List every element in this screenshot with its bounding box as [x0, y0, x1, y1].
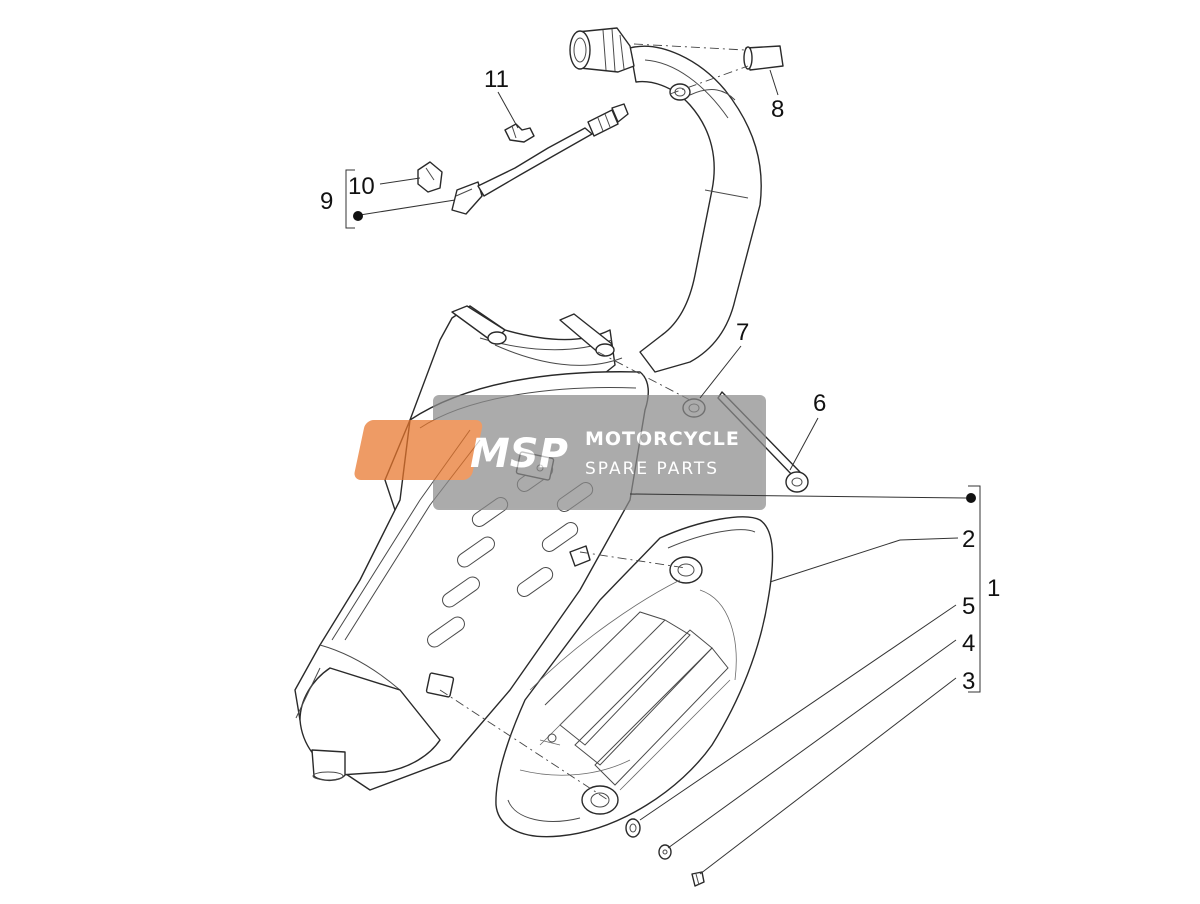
screw-part-3	[691, 871, 705, 887]
watermark-line2: SPARE PARTS	[585, 459, 719, 479]
assembly-marker-dot	[353, 211, 363, 221]
watermark-line1: MOTORCYCLE	[585, 428, 740, 450]
washer-part-4	[658, 844, 672, 860]
leader-lines	[345, 69, 981, 875]
callout-labels: 11 10 9 8 7 6 2 1 5 4 3	[320, 66, 1000, 695]
callout-1: 1	[987, 575, 1000, 602]
watermark-logo-box	[354, 420, 483, 480]
sleeve-part-8	[633, 43, 784, 95]
callout-3: 3	[962, 668, 975, 695]
heat-shield	[495, 516, 774, 838]
assembly-marker-dot	[966, 493, 976, 503]
watermark: MSP MOTORCYCLE SPARE PARTS	[354, 395, 766, 510]
callout-9: 9	[320, 188, 333, 215]
callout-10: 10	[348, 173, 375, 200]
exhaust-header-pipe	[569, 27, 762, 373]
callout-7: 7	[736, 319, 749, 346]
assembly-lines	[439, 351, 691, 801]
washer-part-5	[625, 818, 641, 838]
clip-10	[417, 161, 443, 193]
lambda-sensor-assembly	[417, 103, 629, 215]
callout-4: 4	[962, 630, 975, 657]
callout-2: 2	[962, 526, 975, 553]
watermark-logo: MSP	[470, 431, 568, 477]
callout-11: 11	[484, 66, 509, 93]
watermark-box	[433, 395, 766, 510]
clip-11	[504, 123, 535, 143]
callout-5: 5	[962, 593, 975, 620]
callout-6: 6	[813, 390, 826, 417]
callout-8: 8	[771, 96, 784, 123]
